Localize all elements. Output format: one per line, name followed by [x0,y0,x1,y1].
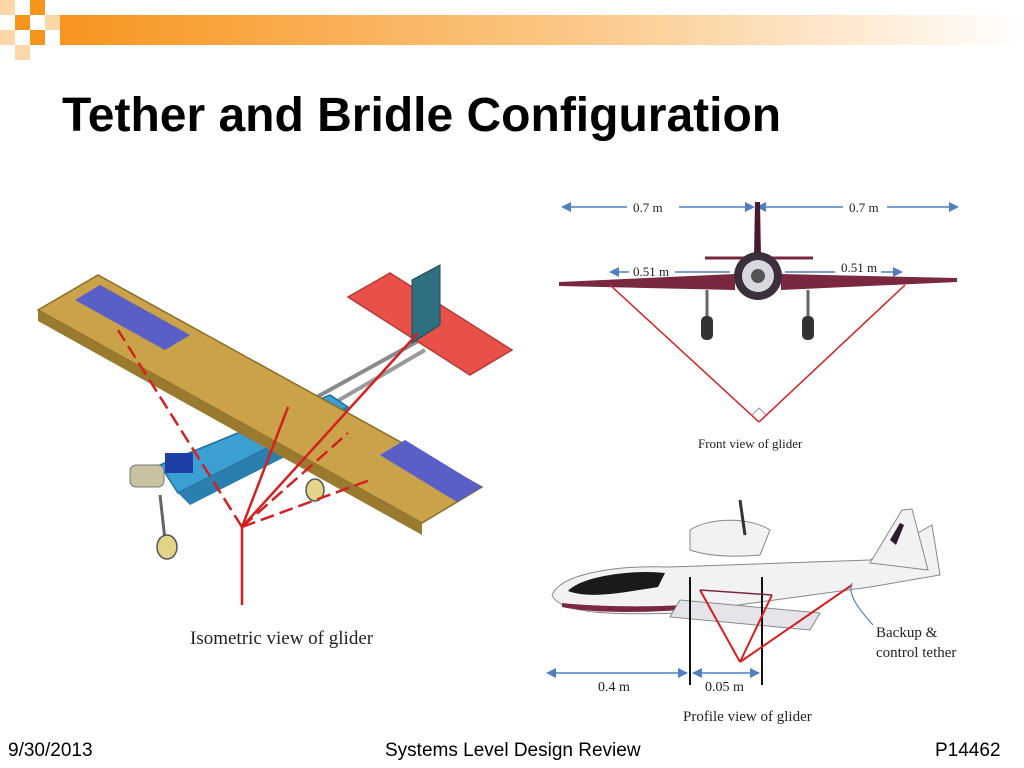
footer-title: Systems Level Design Review [385,740,641,761]
front-bridle-right-label: 0.51 m [841,260,877,275]
profile-callout-line2: control tether [876,645,956,661]
profile-bridle-dim-label: 0.05 m [705,680,744,695]
front-span-right-label: 0.7 m [849,200,879,215]
top-decorative-bar [0,0,1024,60]
front-span-left-label: 0.7 m [633,200,663,215]
isometric-view-caption: Isometric view of glider [190,628,374,649]
profile-view-caption: Profile view of glider [683,709,812,725]
front-view-caption: Front view of glider [698,436,803,451]
footer-date: 9/30/2013 [8,740,93,761]
footer-project-id: P14462 [935,740,1001,761]
profile-view-glider-figure: 0.4 m 0.05 m Backup & control tether [546,499,956,695]
slide-title: Tether and Bridle Configuration [62,89,782,142]
front-bridle-left-label: 0.51 m [633,264,669,279]
profile-callout-line1: Backup & [876,625,938,641]
profile-nose-dim-label: 0.4 m [598,680,630,695]
isometric-glider-figure [36,264,514,605]
front-view-glider-figure: 0.7 m 0.7 m 0.51 m 0.51 m [559,200,959,423]
